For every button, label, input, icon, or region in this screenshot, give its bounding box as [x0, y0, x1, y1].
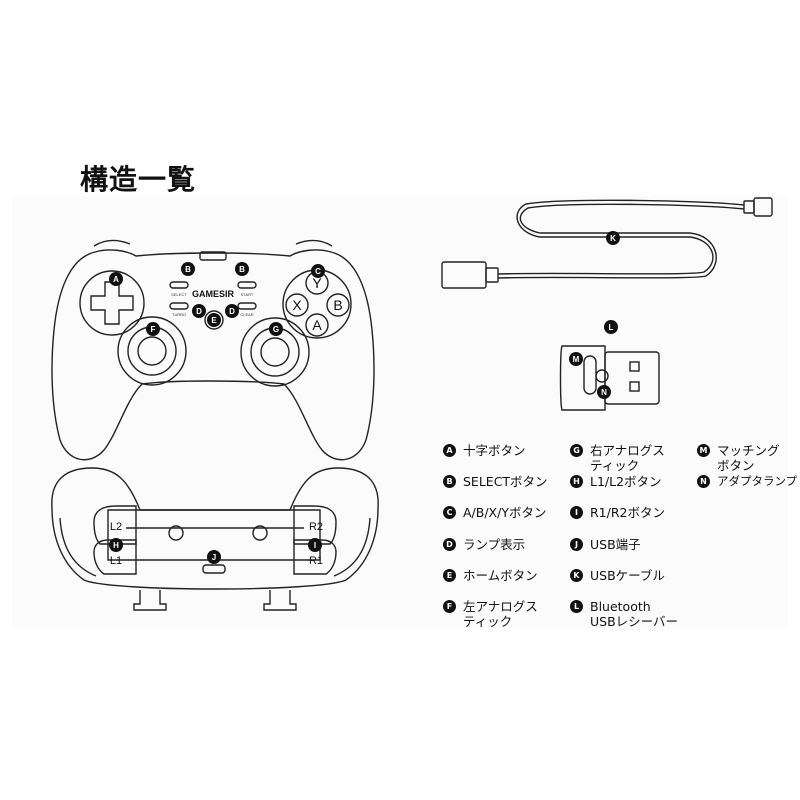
y-label: Y	[312, 275, 322, 291]
marker-g: G	[269, 322, 283, 336]
svg-text:J: J	[212, 553, 216, 562]
controller-front	[51, 239, 375, 461]
start-label: START	[241, 292, 254, 297]
marker-i: I	[308, 538, 322, 552]
svg-text:G: G	[273, 325, 279, 334]
brand-logo: GAMESIR	[192, 289, 235, 299]
marker-h: H	[109, 538, 123, 552]
select-label: SELECT	[171, 292, 187, 297]
controller-labels: GAMESIR SELECT START TURBO CLEAR Y X B A…	[110, 275, 343, 567]
svg-text:F: F	[151, 325, 156, 334]
svg-text:D: D	[196, 307, 202, 316]
svg-text:E: E	[211, 316, 217, 325]
a-label: A	[312, 317, 322, 333]
svg-text:N: N	[601, 388, 607, 397]
svg-text:K: K	[610, 234, 616, 243]
marker-c: C	[311, 264, 325, 278]
marker-m: M	[569, 352, 583, 366]
marker-b: B	[235, 262, 249, 276]
svg-text:H: H	[113, 541, 119, 550]
x-label: X	[292, 297, 302, 313]
page-title: 構造一覧	[80, 163, 197, 196]
part-markers: A B B C D D E F G H I J K L M N	[109, 231, 620, 564]
marker-k: K	[606, 231, 620, 245]
marker-a: A	[109, 272, 123, 286]
x-button	[285, 293, 309, 317]
b-button	[326, 293, 350, 317]
svg-text:D: D	[229, 307, 235, 316]
r1-label: R1	[309, 555, 323, 567]
svg-text:M: M	[573, 355, 580, 364]
usb-cable	[441, 197, 773, 289]
svg-text:B: B	[185, 265, 191, 274]
marker-e: E	[207, 313, 221, 327]
l1-label: L1	[110, 555, 122, 567]
marker-n: N	[597, 385, 611, 399]
illustration-panel	[12, 196, 788, 628]
l2-label: L2	[110, 521, 122, 533]
b-label: B	[333, 297, 342, 313]
controller-back	[51, 467, 379, 611]
marker-l: L	[604, 320, 618, 334]
clear-label: CLEAR	[240, 312, 253, 317]
a-button	[305, 313, 329, 337]
svg-text:B: B	[239, 265, 245, 274]
svg-text:I: I	[314, 541, 316, 550]
svg-text:A: A	[113, 275, 119, 284]
marker-j: J	[207, 550, 221, 564]
usb-receiver	[559, 345, 660, 411]
svg-text:L: L	[609, 323, 614, 332]
svg-text:C: C	[315, 267, 321, 276]
r2-label: R2	[309, 521, 323, 533]
marker-d: D	[192, 304, 206, 318]
marker-f: F	[146, 322, 160, 336]
marker-d: D	[225, 304, 239, 318]
turbo-label: TURBO	[172, 312, 186, 317]
marker-b: B	[181, 262, 195, 276]
